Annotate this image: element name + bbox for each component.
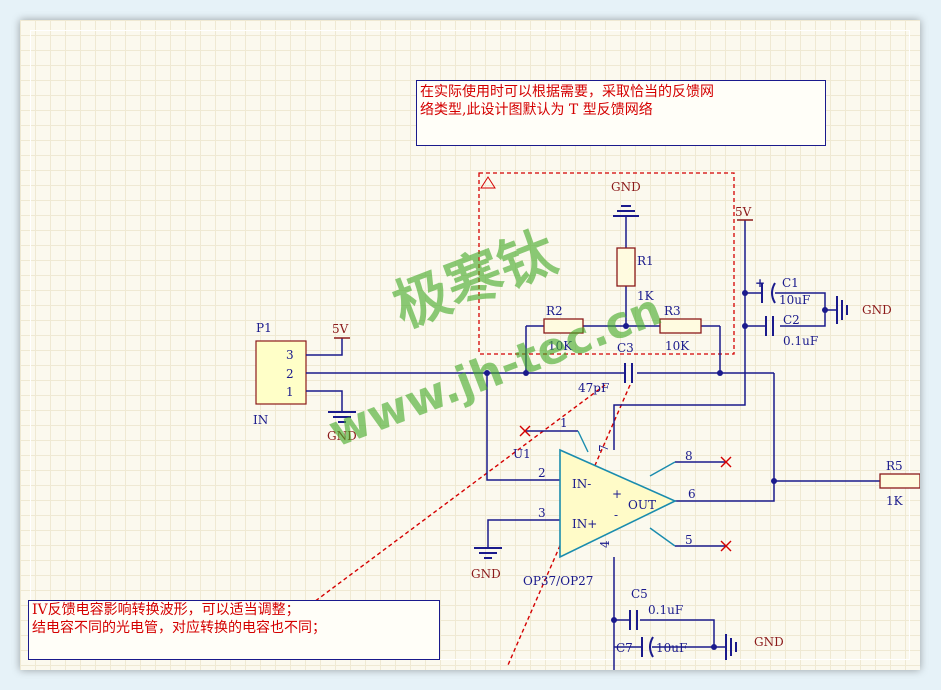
p1-name: IN: [253, 413, 268, 427]
c3-value: 47pF: [578, 381, 609, 395]
u1-pin-6: 6: [688, 487, 696, 501]
r5-ref: R5: [886, 459, 903, 473]
resistor-r1: [616, 247, 636, 287]
gnd-label-c1: GND: [862, 303, 892, 317]
gnd-symbol-c5: [725, 634, 737, 660]
r3-ref: R3: [664, 304, 681, 318]
u1-pin-1: 1: [560, 416, 568, 430]
r2-ref: R2: [546, 304, 563, 318]
capacitor-c1: [761, 282, 776, 304]
junction-dots: [484, 290, 828, 650]
u1-pin-3: 3: [538, 506, 546, 520]
gnd-label-p1: GND: [327, 429, 357, 443]
r1-value: 1K: [637, 289, 655, 303]
connector-p1-body: [255, 340, 307, 405]
resistor-r2: [543, 318, 584, 334]
vcc-label-p1: 5V: [332, 322, 349, 336]
note-top-line-2: 络类型,此设计图默认为 T 型反馈网络: [420, 102, 653, 118]
sheet-border: [30, 30, 910, 660]
p1-pin-3: 3: [286, 348, 294, 362]
p1-pin-2: 2: [286, 367, 294, 381]
opamp-u1-body: [559, 448, 677, 559]
note-bottom-line-1: IV反馈电容影响转换波形，可以适当调整；: [32, 602, 300, 618]
pointer-line-left: [309, 384, 606, 606]
gnd-label-c5: GND: [754, 635, 784, 649]
note-top: 在实际使用时可以根据需要，采取恰当的反馈网 络类型,此设计图默认为 T 型反馈网…: [416, 80, 826, 146]
resistor-r3: [659, 318, 702, 334]
u1-pin-5: 5: [685, 533, 693, 547]
c3-ref: C3: [617, 341, 634, 355]
c7-value: 10uF: [656, 641, 687, 655]
schematic-drawing: P1 IN 3 2 1: [253, 172, 920, 670]
opamp-pin-leads: [577, 430, 676, 547]
p1-pin-1: 1: [286, 385, 294, 399]
r2-value: 10K: [548, 339, 573, 353]
c2-ref: C2: [783, 313, 800, 327]
gnd-label-top: GND: [611, 180, 641, 194]
r5-value: 1K: [886, 494, 904, 508]
note-bottom: IV反馈电容影响转换波形，可以适当调整； 结电容不同的光电管，对应转换的电容也不…: [28, 600, 440, 660]
c2-value: 0.1uF: [783, 334, 818, 348]
c1-value: 10uF: [779, 293, 810, 307]
capacitor-c5: [629, 610, 638, 630]
c7-ref: C7: [616, 641, 633, 655]
u1-pin-7: 7: [597, 444, 611, 452]
wires: [306, 216, 880, 670]
u1-in-neg: IN-: [572, 477, 591, 491]
p1-designator: P1: [256, 321, 272, 335]
capacitor-c3: [624, 363, 633, 383]
pointer-line-right: [507, 384, 631, 666]
u1-pin-8: 8: [685, 449, 693, 463]
r3-value: 10K: [665, 339, 690, 353]
gnd-symbol-top: [613, 205, 639, 217]
u1-pin-2: 2: [538, 466, 546, 480]
gnd-symbol-c1: [836, 296, 848, 324]
vcc-label-right: 5V: [735, 205, 752, 219]
u1-in-pos: IN+: [572, 517, 597, 531]
u1-part: OP37/OP27: [523, 574, 593, 588]
c1-polarity: +: [755, 276, 765, 290]
resistor-r5: [879, 473, 920, 489]
c5-value: 0.1uF: [648, 603, 683, 617]
no-connect-marks: [519, 425, 732, 552]
u1-pin-4: 4: [598, 540, 612, 548]
gnd-symbol-u1: [474, 547, 502, 559]
feedback-network-box: [478, 172, 735, 355]
r1-ref: R1: [637, 254, 654, 268]
warning-triangle-icon: [480, 176, 496, 189]
schematic-sheet: P1 IN 3 2 1: [20, 20, 920, 670]
capacitor-c2: [765, 316, 774, 336]
c1-ref: C1: [782, 276, 799, 290]
u1-ref: U1: [513, 447, 531, 461]
u1-minus: -: [614, 508, 618, 522]
note-bottom-line-2: 结电容不同的光电管，对应转换的电容也不同；: [32, 620, 326, 636]
gnd-symbol-p1: [328, 411, 356, 423]
note-top-line-1: 在实际使用时可以根据需要，采取恰当的反馈网: [420, 84, 714, 100]
capacitor-c7: [641, 636, 654, 658]
u1-out: OUT: [628, 498, 656, 512]
u1-plus: +: [612, 487, 622, 501]
c5-ref: C5: [631, 587, 648, 601]
gnd-label-u1: GND: [471, 567, 501, 581]
